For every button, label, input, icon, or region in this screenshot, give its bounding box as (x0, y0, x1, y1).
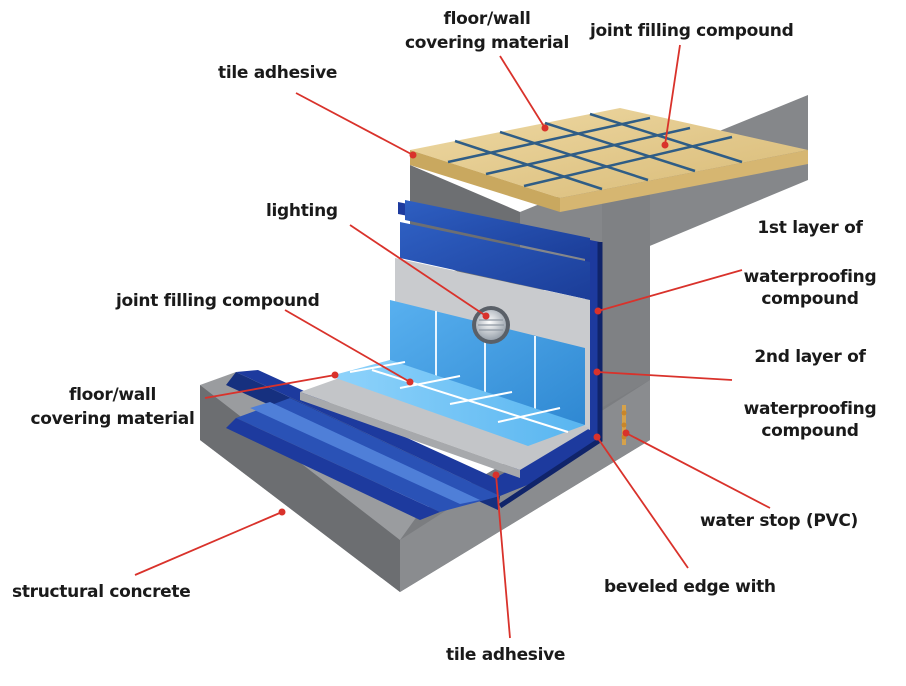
label-second-layer-2: waterproofing (743, 399, 877, 419)
dot-joint-filling-top (661, 141, 669, 149)
leader-second-layer (596, 371, 733, 381)
label-structural-concrete: structural concrete (12, 582, 191, 602)
label-beveled-edge: beveled edge with (604, 577, 776, 597)
leader-joint-filling-left (284, 309, 411, 383)
label-water-stop: water stop (PVC) (700, 511, 858, 531)
leader-dots (278, 124, 669, 516)
label-second-layer-1: 2nd layer of (754, 347, 866, 367)
leader-tile-adhesive-bottom (495, 474, 511, 639)
floor-tiles (330, 360, 585, 446)
dot-floor-wall-top (541, 124, 549, 132)
water-stop (621, 405, 627, 445)
leader-tile-adhesive-top (295, 92, 414, 156)
dot-first-layer (594, 307, 602, 315)
light-fixture (472, 306, 510, 344)
leader-lighting (349, 224, 487, 317)
label-floor-wall-top-2: covering material (404, 33, 570, 53)
dot-water-stop (622, 429, 630, 437)
leader-beveled-edge (596, 436, 689, 569)
label-first-layer-2: waterproofing (743, 267, 877, 287)
leader-lines (134, 44, 771, 639)
dot-tile-adhesive-bottom (492, 471, 500, 479)
label-tile-adhesive-top: tile adhesive (218, 63, 338, 83)
label-tile-adhesive-bottom: tile adhesive (446, 645, 566, 665)
dot-structural-concrete (278, 508, 286, 516)
leader-water-stop (625, 432, 771, 509)
blue-floor-strips (226, 398, 500, 520)
leader-floor-wall-top (499, 55, 546, 129)
label-second-layer-3: compound (761, 421, 859, 441)
label-floor-wall-left-2: covering material (30, 409, 195, 429)
dot-second-layer (593, 368, 601, 376)
leader-floor-wall-left (204, 374, 336, 399)
label-floor-wall-top-1: floor/wall (443, 9, 531, 29)
dot-tile-adhesive-top (409, 151, 417, 159)
label-first-layer-1: 1st layer of (757, 218, 863, 238)
top-tile-surface (410, 108, 808, 212)
label-floor-wall-left-1: floor/wall (68, 385, 156, 405)
dot-floor-wall-left (331, 371, 339, 379)
dot-lighting (482, 312, 490, 320)
leader-joint-filling-top (664, 44, 681, 146)
label-lighting: lighting (266, 201, 338, 221)
dot-joint-filling-left (406, 378, 414, 386)
dot-beveled-edge (593, 433, 601, 441)
leader-first-layer (597, 269, 743, 312)
label-joint-filling-left: joint filling compound (116, 291, 320, 311)
leader-structural-concrete (134, 511, 283, 576)
label-first-layer-3: compound (761, 289, 859, 309)
label-joint-filling-top: joint filling compound (590, 21, 794, 41)
